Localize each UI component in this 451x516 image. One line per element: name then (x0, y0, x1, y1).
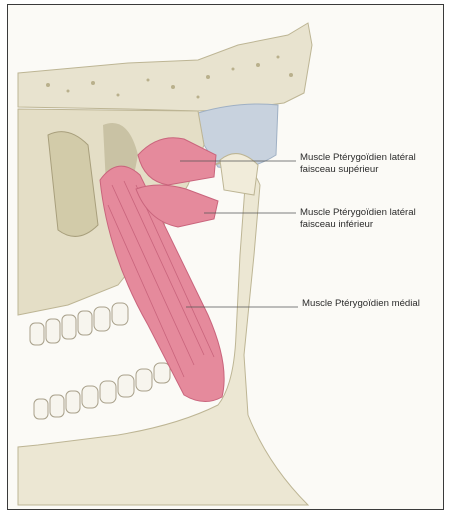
label-line-2: faisceau inférieur (300, 219, 416, 231)
condyle (220, 154, 258, 195)
label-lateral-pterygoid-inferior: Muscle Ptérygoïdien latéral faisceau inf… (300, 207, 416, 231)
label-lateral-pterygoid-superior: Muscle Ptérygoïdien latéral faisceau sup… (300, 152, 416, 176)
lower-teeth (34, 363, 170, 419)
label-line-1: Muscle Ptérygoïdien médial (302, 298, 420, 310)
skull-base (18, 23, 312, 111)
illustration-frame: Muscle Ptérygoïdien latéral faisceau sup… (7, 4, 444, 510)
label-line-1: Muscle Ptérygoïdien latéral (300, 207, 416, 219)
anatomy-illustration (8, 5, 444, 510)
label-line-2: faisceau supérieur (300, 164, 416, 176)
label-line-1: Muscle Ptérygoïdien latéral (300, 152, 416, 164)
label-medial-pterygoid: Muscle Ptérygoïdien médial (302, 298, 420, 310)
